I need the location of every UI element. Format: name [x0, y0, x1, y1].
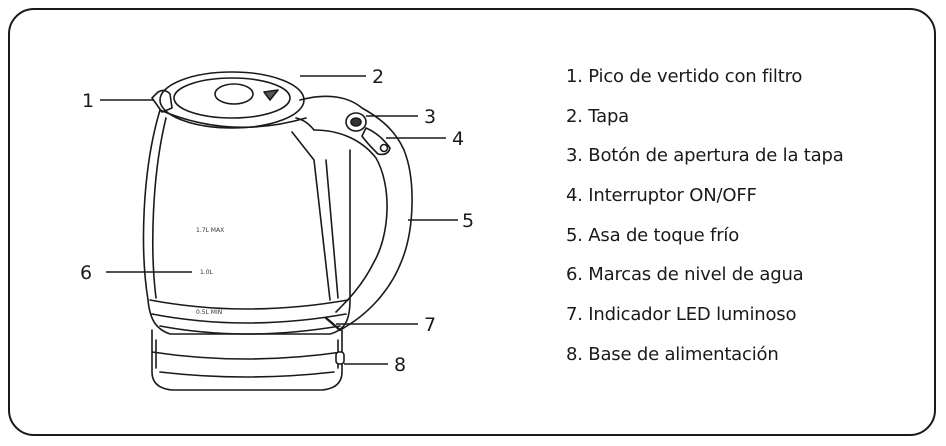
base-power-indicator	[335, 351, 345, 365]
legend-item-lid: 2. Tapa	[566, 105, 629, 127]
lid	[159, 71, 305, 129]
legend-item-switch: 4. Interruptor ON/OFF	[566, 185, 757, 207]
callout-7: 7	[424, 314, 436, 336]
callout-4: 4	[452, 128, 464, 150]
callout-6: 6	[80, 262, 92, 284]
legend-item-handle: 5. Asa de toque frío	[566, 224, 740, 246]
callout-5: 5	[462, 210, 474, 232]
callout-1: 1	[82, 90, 94, 112]
diagram-frame	[8, 8, 936, 436]
cool-touch-handle	[299, 95, 413, 331]
level-mark-max: 1.7L MAX	[196, 227, 224, 234]
legend-item-base: 8. Base de alimentación	[566, 343, 779, 365]
led-indicator	[324, 316, 342, 332]
level-mark-min: 0.5L MIN	[196, 309, 222, 316]
callout-8: 8	[394, 354, 406, 376]
callout-2: 2	[372, 66, 384, 88]
legend-item-level-marks: 6. Marcas de nivel de agua	[566, 264, 804, 286]
pouring-spout	[151, 89, 173, 113]
water-level-marks: 1.7L MAX 1.0L 0.5L MIN	[196, 227, 224, 316]
kettle-base	[151, 329, 343, 391]
lid-knob	[214, 83, 254, 105]
level-mark-mid: 1.0L	[200, 269, 214, 276]
kettle-body	[142, 109, 351, 335]
callout-3: 3	[424, 106, 436, 128]
legend-item-spout: 1. Pico de vertido con filtro	[566, 66, 803, 87]
parts-legend: 1. Pico de vertido con filtro 2. Tapa 3.…	[566, 66, 844, 384]
legend-item-led: 7. Indicador LED luminoso	[566, 304, 797, 326]
legend-item-lid-button: 3. Botón de apertura de la tapa	[566, 145, 844, 167]
